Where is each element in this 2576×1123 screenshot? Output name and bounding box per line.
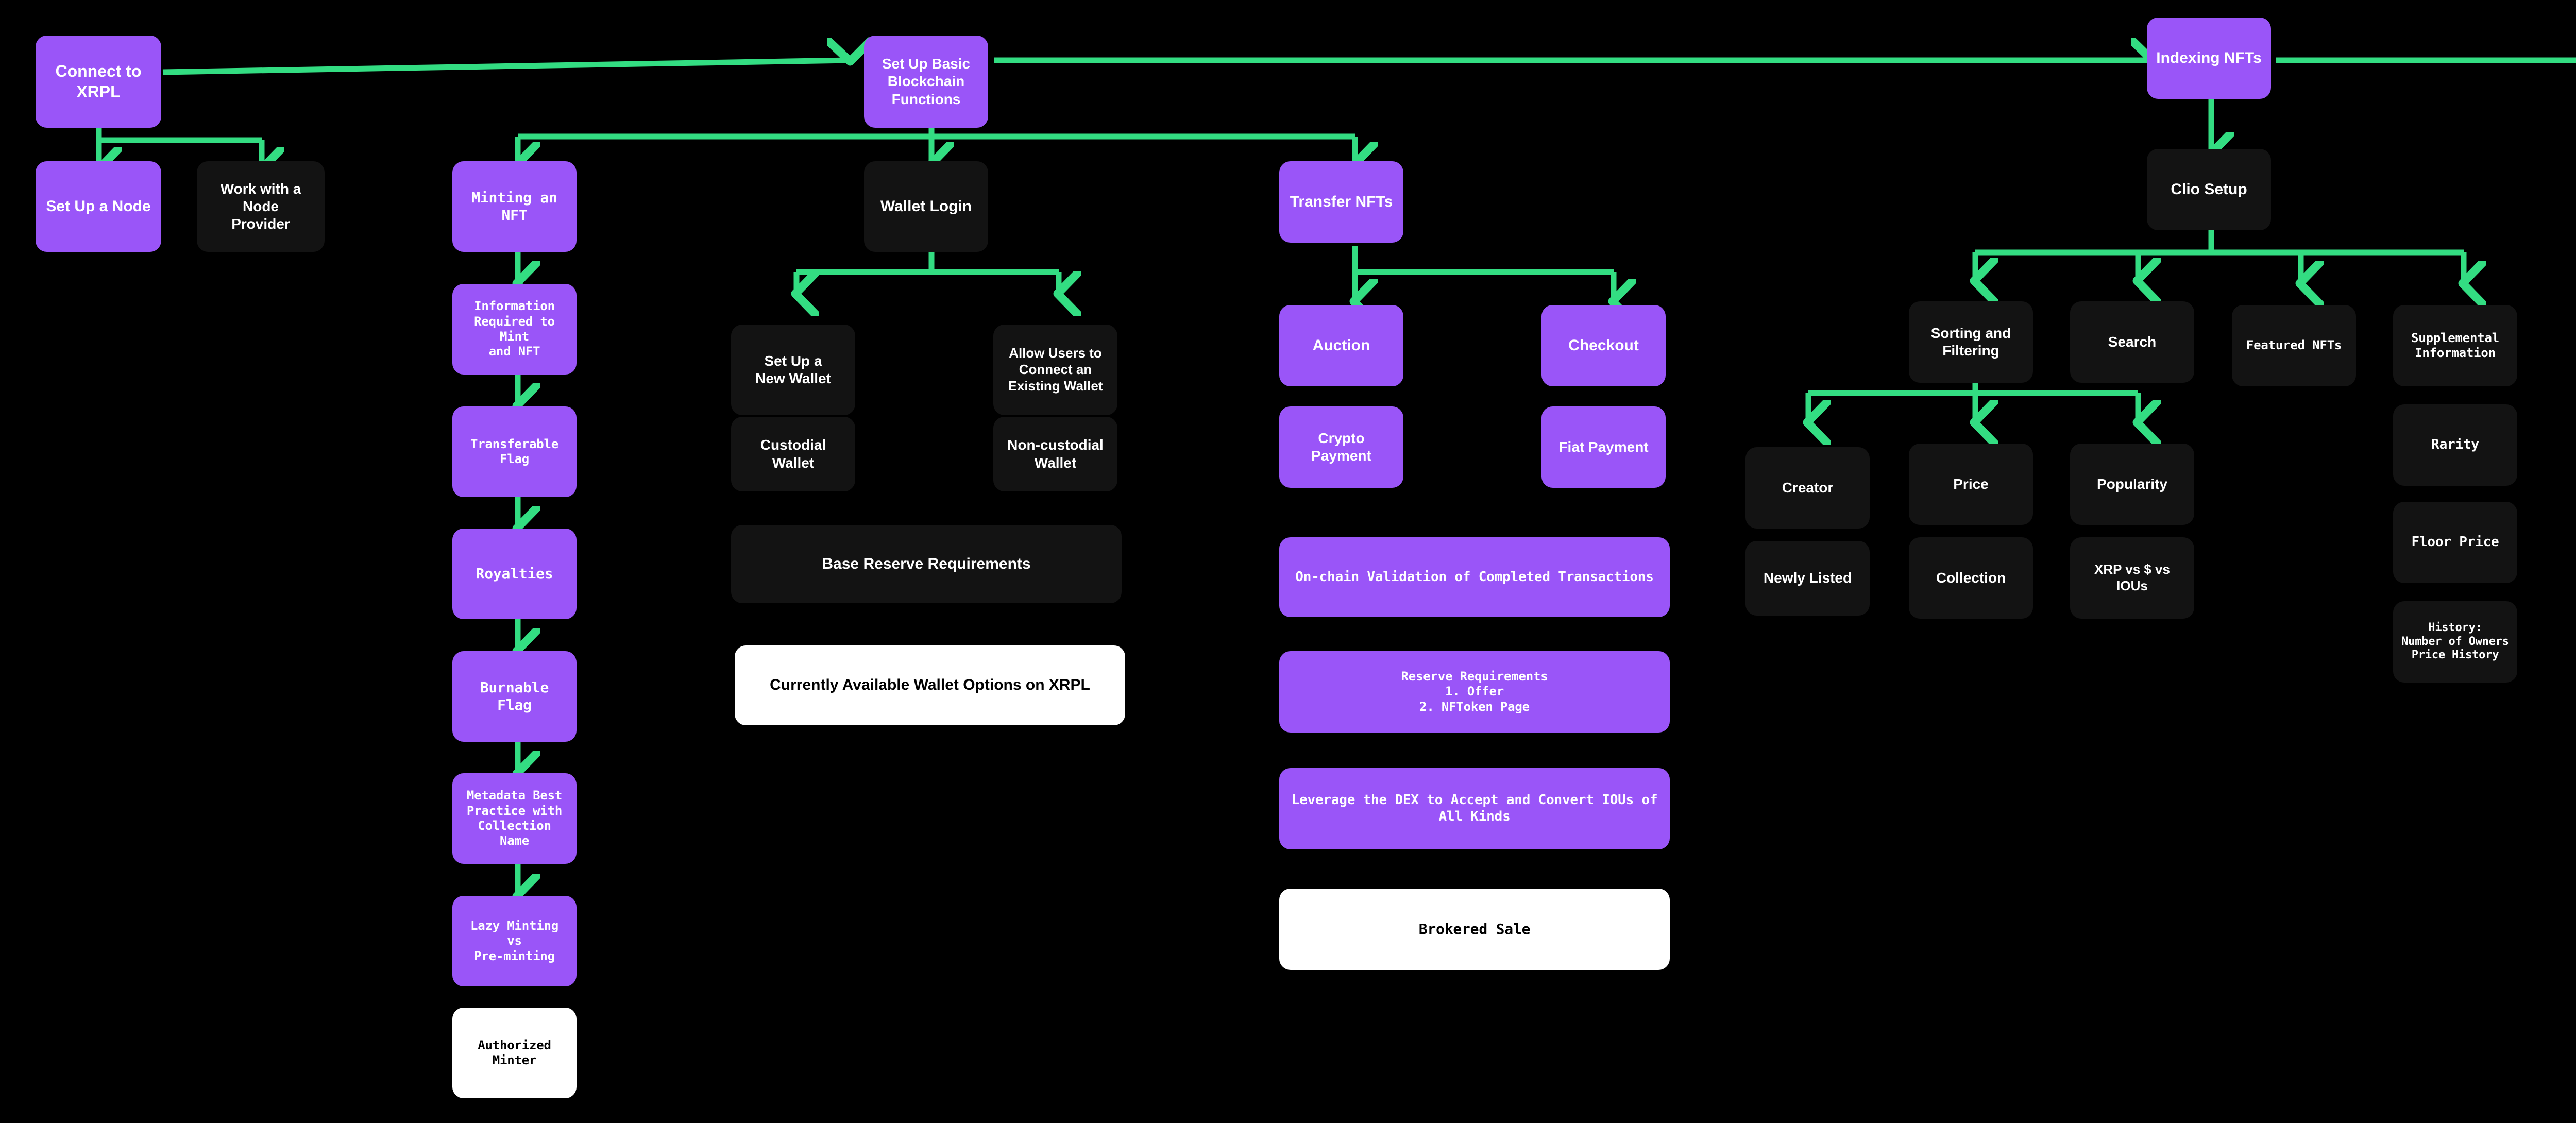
node-label: Indexing NFTs: [2156, 49, 2262, 66]
node-label: Lazy Minting vs Pre-minting: [470, 918, 558, 963]
node-label: Burnable Flag: [480, 678, 549, 713]
node-collection[interactable]: Collection: [1909, 537, 2033, 619]
node-non-custodial-wallet[interactable]: Non-custodial Wallet: [993, 417, 1117, 491]
node-label: On-chain Validation of Completed Transac…: [1295, 569, 1654, 585]
node-label: Transferable Flag: [470, 436, 558, 466]
node-label: Currently Available Wallet Options on XR…: [770, 676, 1090, 694]
node-label: Set Up Basic Blockchain Functions: [882, 56, 971, 107]
node-label: Authorized Minter: [478, 1037, 551, 1067]
node-label: Royalties: [476, 565, 553, 582]
node-label: Sorting and Filtering: [1930, 325, 2011, 359]
node-label: Wallet Login: [880, 197, 972, 215]
node-checkout[interactable]: Checkout: [1541, 305, 1666, 386]
node-price[interactable]: Price: [1909, 444, 2033, 525]
node-work-with-node-provider[interactable]: Work with a Node Provider: [197, 161, 325, 252]
node-label: Custodial Wallet: [760, 437, 826, 471]
node-label: Featured NFTs: [2246, 338, 2342, 353]
node-transferable-flag[interactable]: Transferable Flag: [452, 406, 577, 497]
node-label: Set Up a Node: [46, 197, 151, 215]
node-wallet-login[interactable]: Wallet Login: [864, 161, 988, 252]
node-popularity[interactable]: Popularity: [2070, 444, 2194, 525]
node-label: Price: [1953, 475, 1989, 492]
node-label: Rarity: [2431, 437, 2479, 453]
node-allow-users-connect-existing-wallet[interactable]: Allow Users to Connect an Existing Walle…: [993, 325, 1117, 415]
node-newly-listed[interactable]: Newly Listed: [1745, 541, 1870, 616]
node-label: Newly Listed: [1763, 570, 1852, 586]
node-currently-available-wallet-options[interactable]: Currently Available Wallet Options on XR…: [735, 645, 1125, 725]
node-lazy-minting-vs-pre-minting[interactable]: Lazy Minting vs Pre-minting: [452, 896, 577, 986]
node-label: Transfer NFTs: [1290, 193, 1393, 210]
node-auction[interactable]: Auction: [1279, 305, 1403, 386]
node-label: Allow Users to Connect an Existing Walle…: [1008, 345, 1103, 394]
node-clio-setup[interactable]: Clio Setup: [2147, 149, 2271, 230]
node-label: Supplemental Information: [2411, 330, 2499, 360]
node-minting-an-nft[interactable]: Minting an NFT: [452, 161, 577, 252]
node-set-up-basic-blockchain-functions[interactable]: Set Up Basic Blockchain Functions: [864, 36, 988, 128]
node-set-up-a-new-wallet[interactable]: Set Up a New Wallet: [731, 325, 855, 415]
node-label: Base Reserve Requirements: [822, 555, 1031, 572]
node-label: Floor Price: [2411, 534, 2499, 550]
node-label: Reserve Requirements 1. Offer 2. NFToken…: [1401, 669, 1548, 714]
node-label: Crypto Payment: [1311, 430, 1371, 464]
node-creator[interactable]: Creator: [1745, 447, 1870, 529]
node-featured-nfts[interactable]: Featured NFTs: [2232, 305, 2356, 386]
node-base-reserve-requirements[interactable]: Base Reserve Requirements: [731, 525, 1122, 603]
node-label: Clio Setup: [2171, 180, 2247, 198]
node-rarity[interactable]: Rarity: [2393, 404, 2517, 486]
node-label: Connect to XRPL: [55, 62, 142, 101]
node-leverage-the-dex[interactable]: Leverage the DEX to Accept and Convert I…: [1279, 768, 1670, 849]
node-brokered-sale[interactable]: Brokered Sale: [1279, 889, 1670, 970]
node-burnable-flag[interactable]: Burnable Flag: [452, 651, 577, 742]
node-label: Brokered Sale: [1418, 920, 1531, 938]
node-label: Minting an NFT: [471, 189, 557, 224]
node-supplemental-information[interactable]: Supplemental Information: [2393, 305, 2517, 386]
node-information-required[interactable]: Information Required to Mint and NFT: [452, 284, 577, 375]
node-xrp-vs-dollar-vs-ious[interactable]: XRP vs $ vs IOUs: [2070, 537, 2194, 619]
node-sorting-and-filtering[interactable]: Sorting and Filtering: [1909, 301, 2033, 383]
node-indexing-nfts[interactable]: Indexing NFTs: [2147, 18, 2271, 99]
node-connect-to-xrpl[interactable]: Connect to XRPL: [36, 36, 161, 128]
node-label: Fiat Payment: [1558, 438, 1649, 455]
node-label: Non-custodial Wallet: [1007, 437, 1104, 471]
edge-connect-split-bar: [96, 128, 262, 143]
node-search[interactable]: Search: [2070, 301, 2194, 383]
node-reserve-requirements[interactable]: Reserve Requirements 1. Offer 2. NFToken…: [1279, 651, 1670, 733]
node-authorized-minter[interactable]: Authorized Minter: [452, 1008, 577, 1098]
node-label: Auction: [1312, 336, 1370, 354]
node-label: Collection: [1936, 569, 2006, 586]
node-label: Work with a Node Provider: [220, 180, 301, 232]
node-label: Leverage the DEX to Accept and Convert I…: [1291, 792, 1658, 824]
node-royalties[interactable]: Royalties: [452, 529, 577, 619]
node-transfer-nfts[interactable]: Transfer NFTs: [1279, 161, 1403, 243]
node-metadata-best-practice[interactable]: Metadata Best Practice with Collection N…: [452, 773, 577, 864]
node-label: History: Number of Owners Price History: [2401, 621, 2509, 662]
node-label: Metadata Best Practice with Collection N…: [466, 788, 563, 848]
edge-connect-to-setup: [162, 60, 850, 75]
node-label: Information Required to Mint and NFT: [474, 299, 555, 359]
node-label: Popularity: [2097, 475, 2167, 492]
node-set-up-a-node[interactable]: Set Up a Node: [36, 161, 161, 252]
node-fiat-payment[interactable]: Fiat Payment: [1541, 406, 1666, 488]
node-on-chain-validation[interactable]: On-chain Validation of Completed Transac…: [1279, 537, 1670, 617]
node-label: Set Up a New Wallet: [755, 352, 831, 386]
node-label: Checkout: [1568, 336, 1639, 354]
node-label: Creator: [1782, 479, 1834, 496]
node-floor-price[interactable]: Floor Price: [2393, 502, 2517, 583]
node-label: Search: [2108, 333, 2157, 350]
node-crypto-payment[interactable]: Crypto Payment: [1279, 406, 1403, 488]
node-history[interactable]: History: Number of Owners Price History: [2393, 601, 2517, 683]
node-label: XRP vs $ vs IOUs: [2094, 562, 2170, 593]
node-custodial-wallet[interactable]: Custodial Wallet: [731, 417, 855, 491]
